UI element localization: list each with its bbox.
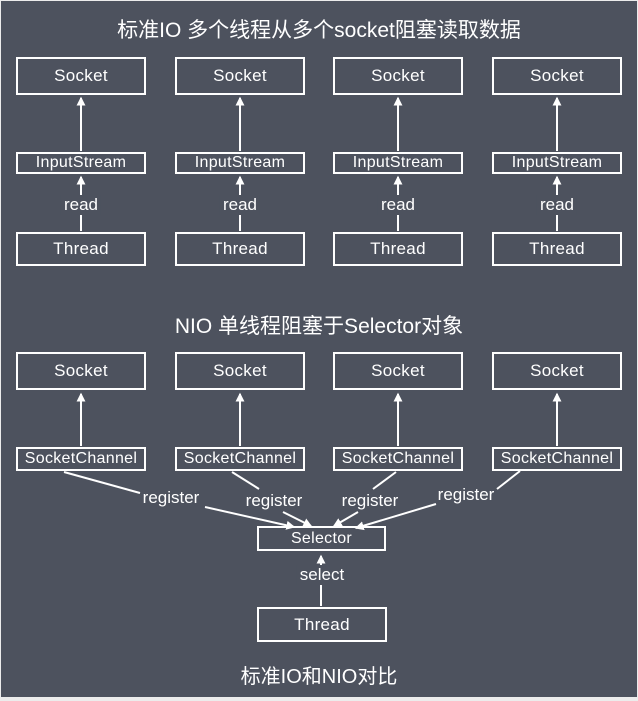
read-label: read — [219, 195, 261, 215]
inputstream-box: InputStream — [492, 152, 622, 174]
inputstream-box: InputStream — [175, 152, 305, 174]
thread-box: Thread — [492, 232, 622, 266]
thread-box: Thread — [257, 607, 387, 642]
register-label: register — [437, 485, 495, 504]
standard-io-title: 标准IO 多个线程从多个socket阻塞读取数据 — [117, 19, 521, 42]
register-label: register — [142, 488, 200, 507]
inputstream-box: InputStream — [333, 152, 463, 174]
socket-box: Socket — [175, 352, 305, 390]
socket-box: Socket — [333, 57, 463, 95]
thread-box: Thread — [333, 232, 463, 266]
diagram-caption: 标准IO和NIO对比 — [240, 666, 398, 688]
read-label: read — [60, 195, 102, 215]
register-label: register — [245, 491, 303, 510]
socketchannel-box: SocketChannel — [16, 447, 146, 471]
socket-box: Socket — [492, 352, 622, 390]
read-label: read — [536, 195, 578, 215]
nio-title: NIO 单线程阻塞于Selector对象 — [174, 315, 464, 338]
socket-box: Socket — [333, 352, 463, 390]
socket-box: Socket — [175, 57, 305, 95]
read-label: read — [377, 195, 419, 215]
thread-box: Thread — [175, 232, 305, 266]
socket-box: Socket — [16, 352, 146, 390]
socketchannel-box: SocketChannel — [333, 447, 463, 471]
inputstream-box: InputStream — [16, 152, 146, 174]
socketchannel-box: SocketChannel — [492, 447, 622, 471]
socketchannel-box: SocketChannel — [175, 447, 305, 471]
socket-box: Socket — [492, 57, 622, 95]
register-label: register — [341, 491, 399, 510]
selector-box: Selector — [257, 526, 386, 551]
select-label: select — [296, 565, 348, 585]
thread-box: Thread — [16, 232, 146, 266]
socket-box: Socket — [16, 57, 146, 95]
